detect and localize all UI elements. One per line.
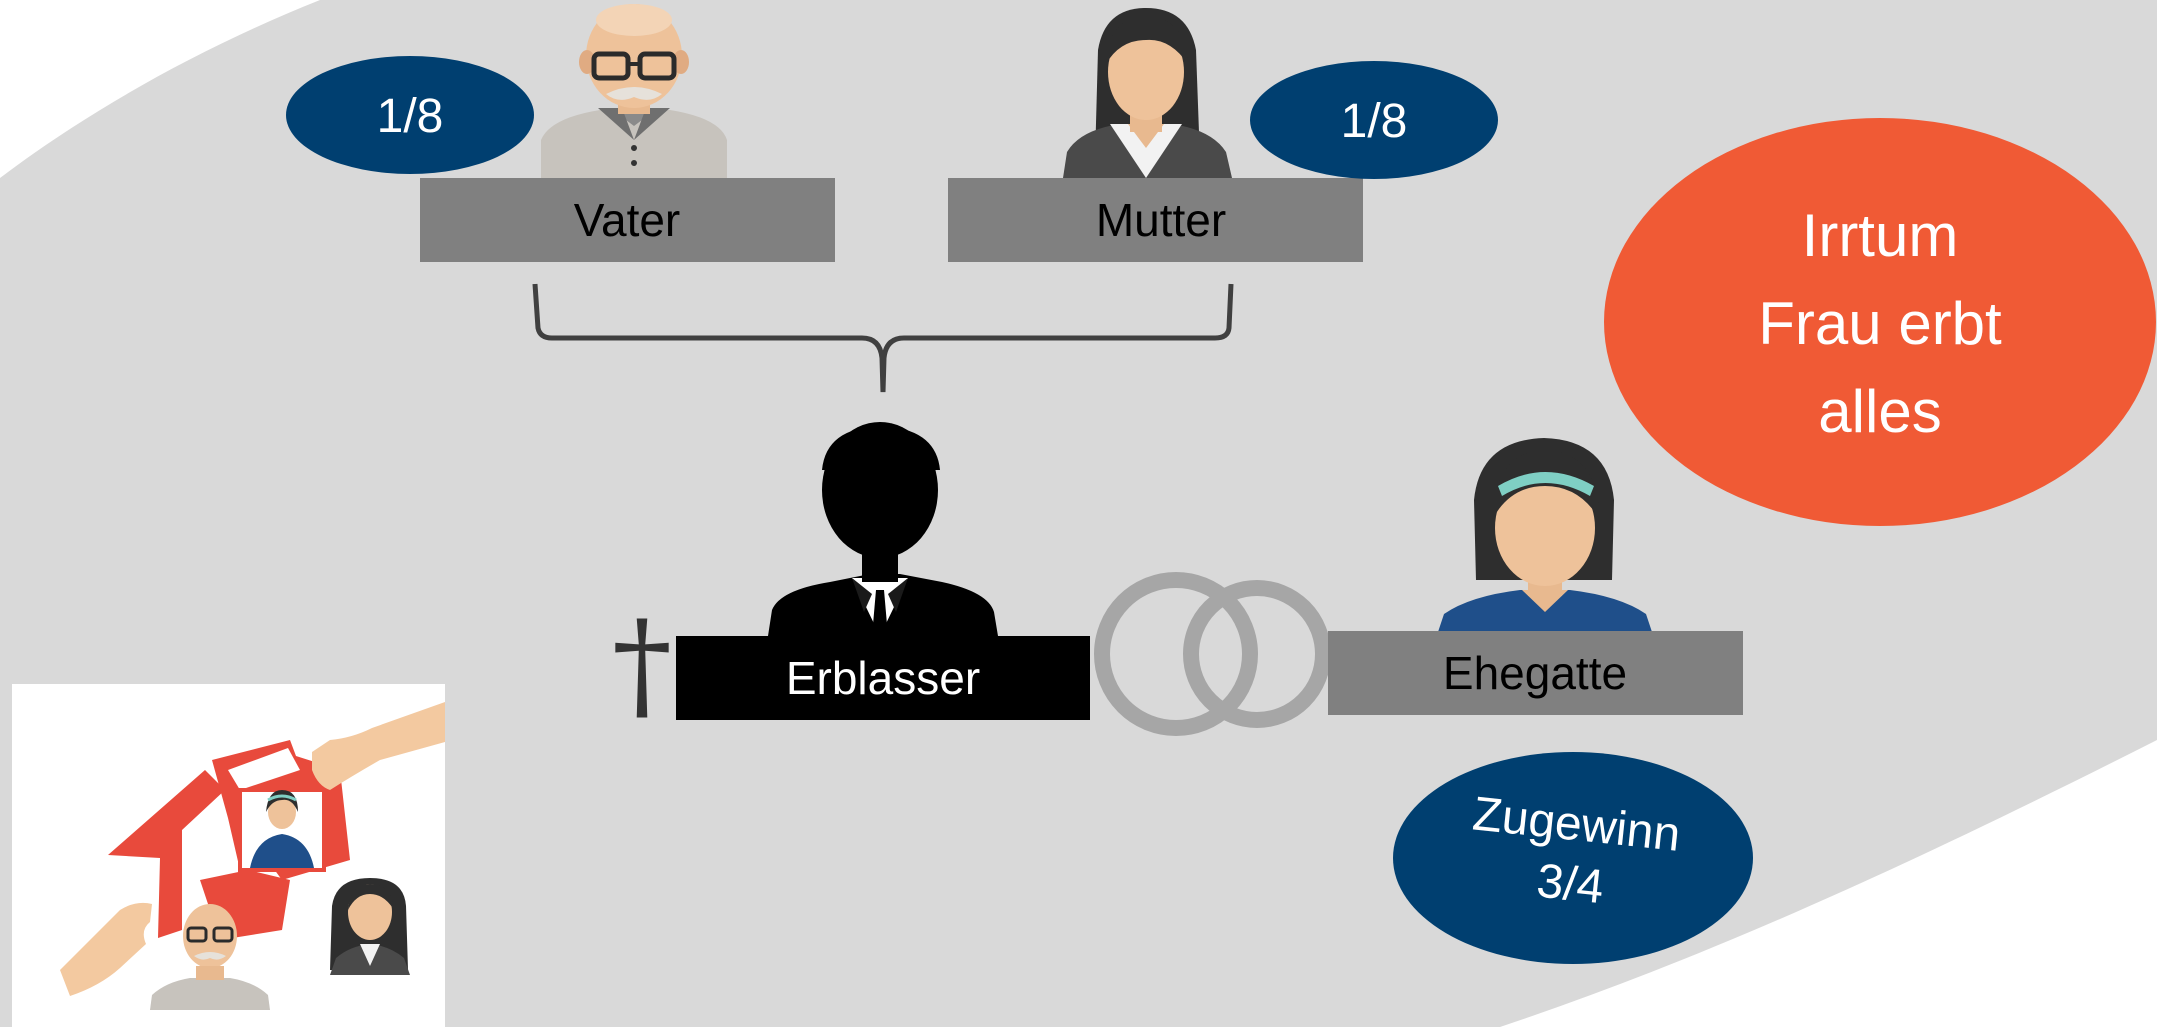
father-share-oval xyxy=(286,56,534,174)
spouse-label-box xyxy=(1328,631,1743,715)
spouse-share-line-2: 3/4 xyxy=(1534,855,1606,915)
father-share: 1/8 xyxy=(377,90,444,143)
deceased-cross: † xyxy=(612,596,672,735)
spouse-share-oval xyxy=(1393,752,1753,964)
broken-house-family-icon xyxy=(12,684,445,1027)
callout-line-2: Frau erbt xyxy=(1758,290,2002,357)
mother-label-box xyxy=(948,178,1363,262)
mother-label: Mutter xyxy=(1096,194,1226,246)
mother-share-oval xyxy=(1250,61,1498,179)
callout-oval xyxy=(1604,118,2156,526)
father-label: Vater xyxy=(574,194,681,246)
father-icon xyxy=(541,4,727,178)
spouse-icon xyxy=(1438,438,1652,632)
father-label-box xyxy=(420,178,835,262)
parents-bracket xyxy=(532,283,1234,393)
callout-line-1: Irrtum xyxy=(1802,202,1959,269)
deceased-icon xyxy=(768,422,998,636)
deceased-label-box xyxy=(676,636,1090,720)
mother-share: 1/8 xyxy=(1341,95,1408,148)
mother-icon xyxy=(1063,8,1232,178)
deceased-label: Erblasser xyxy=(786,652,980,704)
spouse-label: Ehegatte xyxy=(1443,647,1627,699)
wedding-rings-icon xyxy=(1094,572,1331,736)
callout-line-3: alles xyxy=(1818,378,1941,445)
